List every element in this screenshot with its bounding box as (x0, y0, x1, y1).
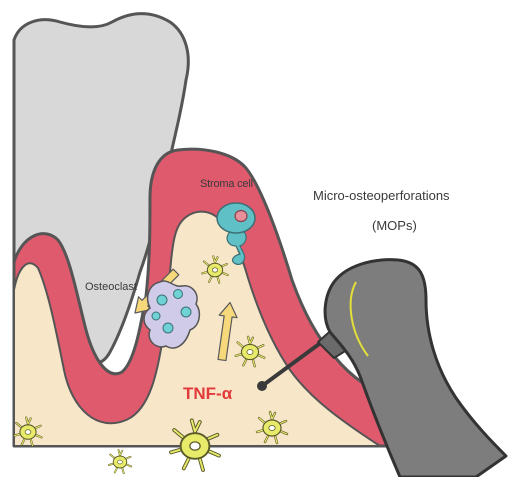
tnf-alpha-label: TNF-α (183, 384, 232, 404)
osteocyte-icon (109, 450, 132, 473)
stroma-cell-label: Stroma cell (200, 178, 253, 190)
mops-title-label: Micro-osteoperforations (313, 188, 450, 203)
mops-abbreviation-label: (MOPs) (372, 218, 417, 233)
osteoclast-label: Osteoclast (85, 281, 137, 293)
